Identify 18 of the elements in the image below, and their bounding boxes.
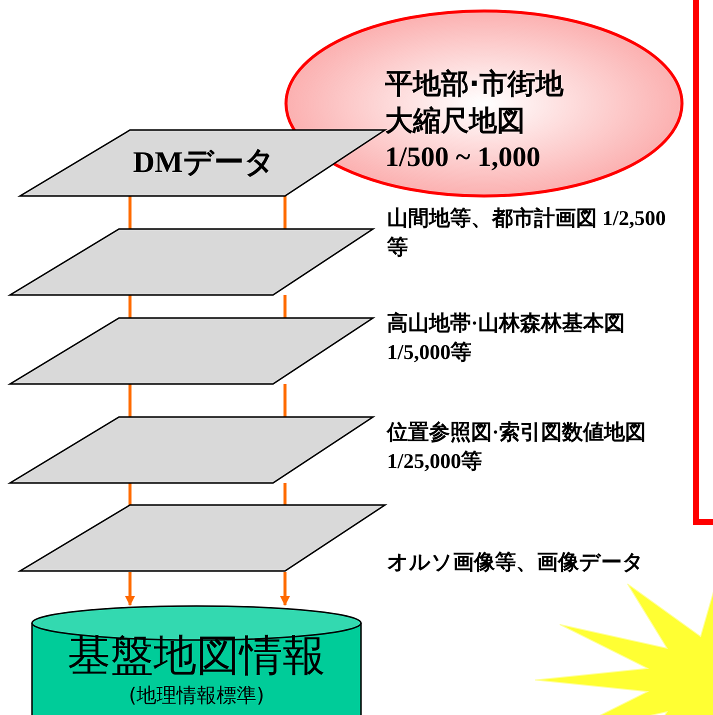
layer-title: DMデータ [133,146,275,180]
ellipse-callout [284,9,684,198]
arrow [280,572,290,606]
layer-plane [20,505,385,572]
layer-caption: オルソ画像等、画像データ [387,549,645,576]
layer-plane [10,417,373,483]
database-title: 基盤地図情報 [66,631,326,681]
layer-caption: 位置参照図·索引図数値地図 1/25,000等 [387,419,648,475]
callout-title: 平地部·市街地大縮尺地図 [385,66,565,139]
arrow [125,572,135,606]
layer-plane [10,229,373,295]
scale-text: 1/500 ~ 1,000 [385,141,540,175]
layer-caption: 山間地等、都市計画図 1/2,500等 [387,205,667,261]
layer-caption: 高山地帯·山林森林基本図 1/5,000等 [387,310,626,366]
database-cylinder [31,605,362,715]
layer-plane [20,130,385,196]
layer-plane [10,318,373,384]
database-subtitle: (地理情報標準) [128,683,266,707]
